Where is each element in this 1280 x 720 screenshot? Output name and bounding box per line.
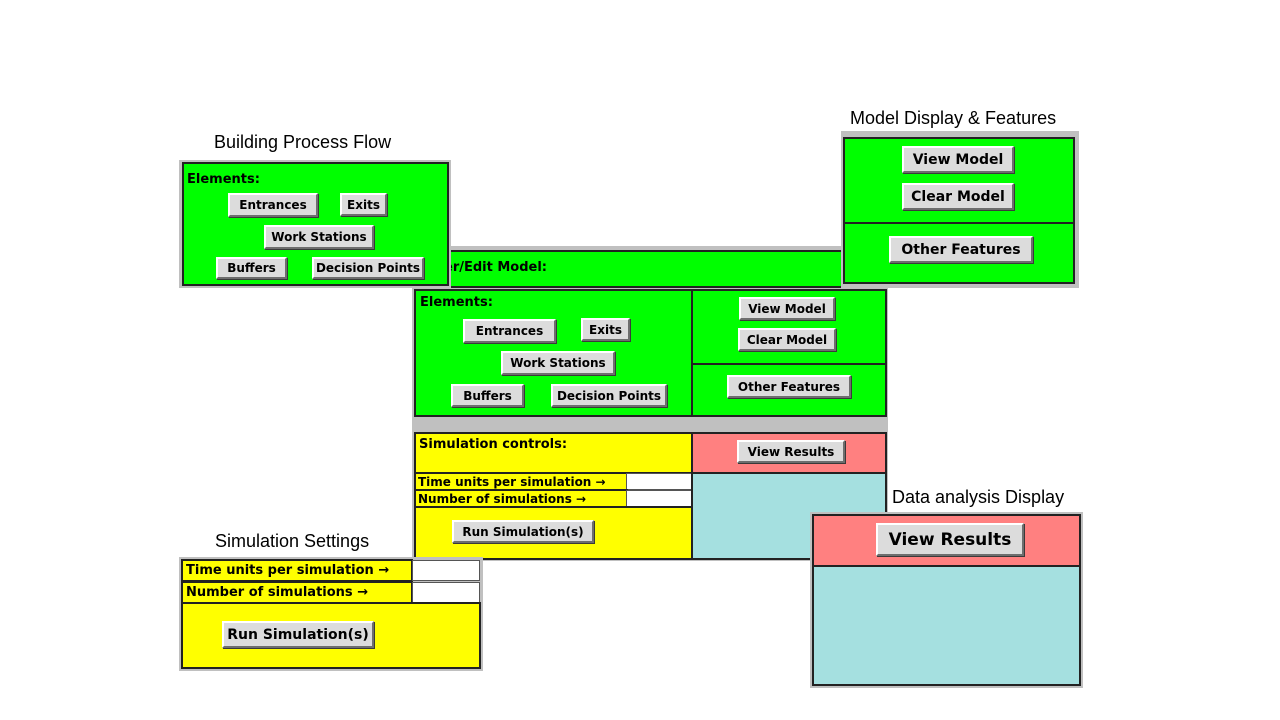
main-title: er/Edit Model: <box>444 260 548 275</box>
main-num-sims-label: Number of simulations → <box>418 492 587 506</box>
main-elements-header: Elements: <box>420 295 493 310</box>
main-buffers-button[interactable]: Buffers <box>451 384 524 407</box>
main-time-units-label: Time units per simulation → <box>418 475 606 489</box>
model-other-features-section: Other Features <box>843 222 1075 284</box>
main-model-controls: View Model Clear Model <box>691 289 887 365</box>
main-run-section: Run Simulation(s) <box>414 506 694 560</box>
model-display-panel: View Model Clear Model Other Features <box>841 131 1079 288</box>
main-sim-controls-header-box: Simulation controls: <box>414 432 694 474</box>
main-sim-controls-header: Simulation controls: <box>419 437 568 452</box>
settings-num-sims-row: Number of simulations → <box>181 581 413 604</box>
main-run-simulations-button[interactable]: Run Simulation(s) <box>452 520 594 543</box>
building-work-stations-button[interactable]: Work Stations <box>264 225 374 249</box>
settings-run-simulations-button[interactable]: Run Simulation(s) <box>222 621 374 648</box>
main-elements-section: Elements: Entrances Exits Work Stations … <box>414 289 694 417</box>
caption-data-analysis: Data analysis Display <box>892 487 1065 507</box>
main-view-model-button[interactable]: View Model <box>739 297 835 320</box>
main-model-window: er/Edit Model: Elements: Entrances Exits… <box>412 246 888 561</box>
building-elements-header: Elements: <box>187 172 260 187</box>
model-other-features-button[interactable]: Other Features <box>889 236 1033 263</box>
building-decision-points-button[interactable]: Decision Points <box>312 257 424 279</box>
main-other-features-button[interactable]: Other Features <box>727 375 851 398</box>
main-clear-model-button[interactable]: Clear Model <box>738 328 836 351</box>
model-view-button[interactable]: View Model <box>902 146 1014 173</box>
building-process-panel: Elements: Entrances Exits Work Stations … <box>179 160 451 288</box>
main-exits-button[interactable]: Exits <box>581 318 630 341</box>
data-analysis-panel: View Results <box>810 512 1083 688</box>
main-view-results-button[interactable]: View Results <box>737 440 845 463</box>
main-work-stations-button[interactable]: Work Stations <box>501 351 615 375</box>
settings-num-sims-input[interactable] <box>412 582 480 603</box>
caption-model-display: Model Display & Features <box>850 108 1057 128</box>
caption-building-process-flow: Building Process Flow <box>214 132 392 152</box>
model-clear-button[interactable]: Clear Model <box>902 183 1014 210</box>
data-results-display <box>812 565 1081 686</box>
building-exits-button[interactable]: Exits <box>340 193 387 216</box>
settings-num-sims-label: Number of simulations → <box>186 585 369 600</box>
data-view-results-button[interactable]: View Results <box>876 523 1024 556</box>
settings-time-units-label: Time units per simulation → <box>186 563 390 578</box>
data-results-header: View Results <box>812 514 1081 568</box>
building-elements-section: Elements: Entrances Exits Work Stations … <box>182 162 449 286</box>
settings-time-units-row: Time units per simulation → <box>181 559 413 582</box>
main-decision-points-button[interactable]: Decision Points <box>551 384 667 407</box>
main-entrances-button[interactable]: Entrances <box>463 319 556 343</box>
building-entrances-button[interactable]: Entrances <box>228 193 318 217</box>
main-num-sims-input[interactable] <box>626 490 692 507</box>
main-time-units-input[interactable] <box>626 473 692 490</box>
main-other-features-section: Other Features <box>691 363 887 417</box>
main-title-bar: er/Edit Model: <box>440 250 886 288</box>
building-buffers-button[interactable]: Buffers <box>216 257 287 279</box>
model-display-controls: View Model Clear Model <box>843 137 1075 225</box>
settings-time-units-input[interactable] <box>412 560 480 581</box>
caption-simulation-settings: Simulation Settings <box>215 531 370 551</box>
main-results-header: View Results <box>691 432 887 474</box>
simulation-settings-panel: Time units per simulation → Number of si… <box>179 557 483 671</box>
settings-run-section: Run Simulation(s) <box>181 602 481 669</box>
